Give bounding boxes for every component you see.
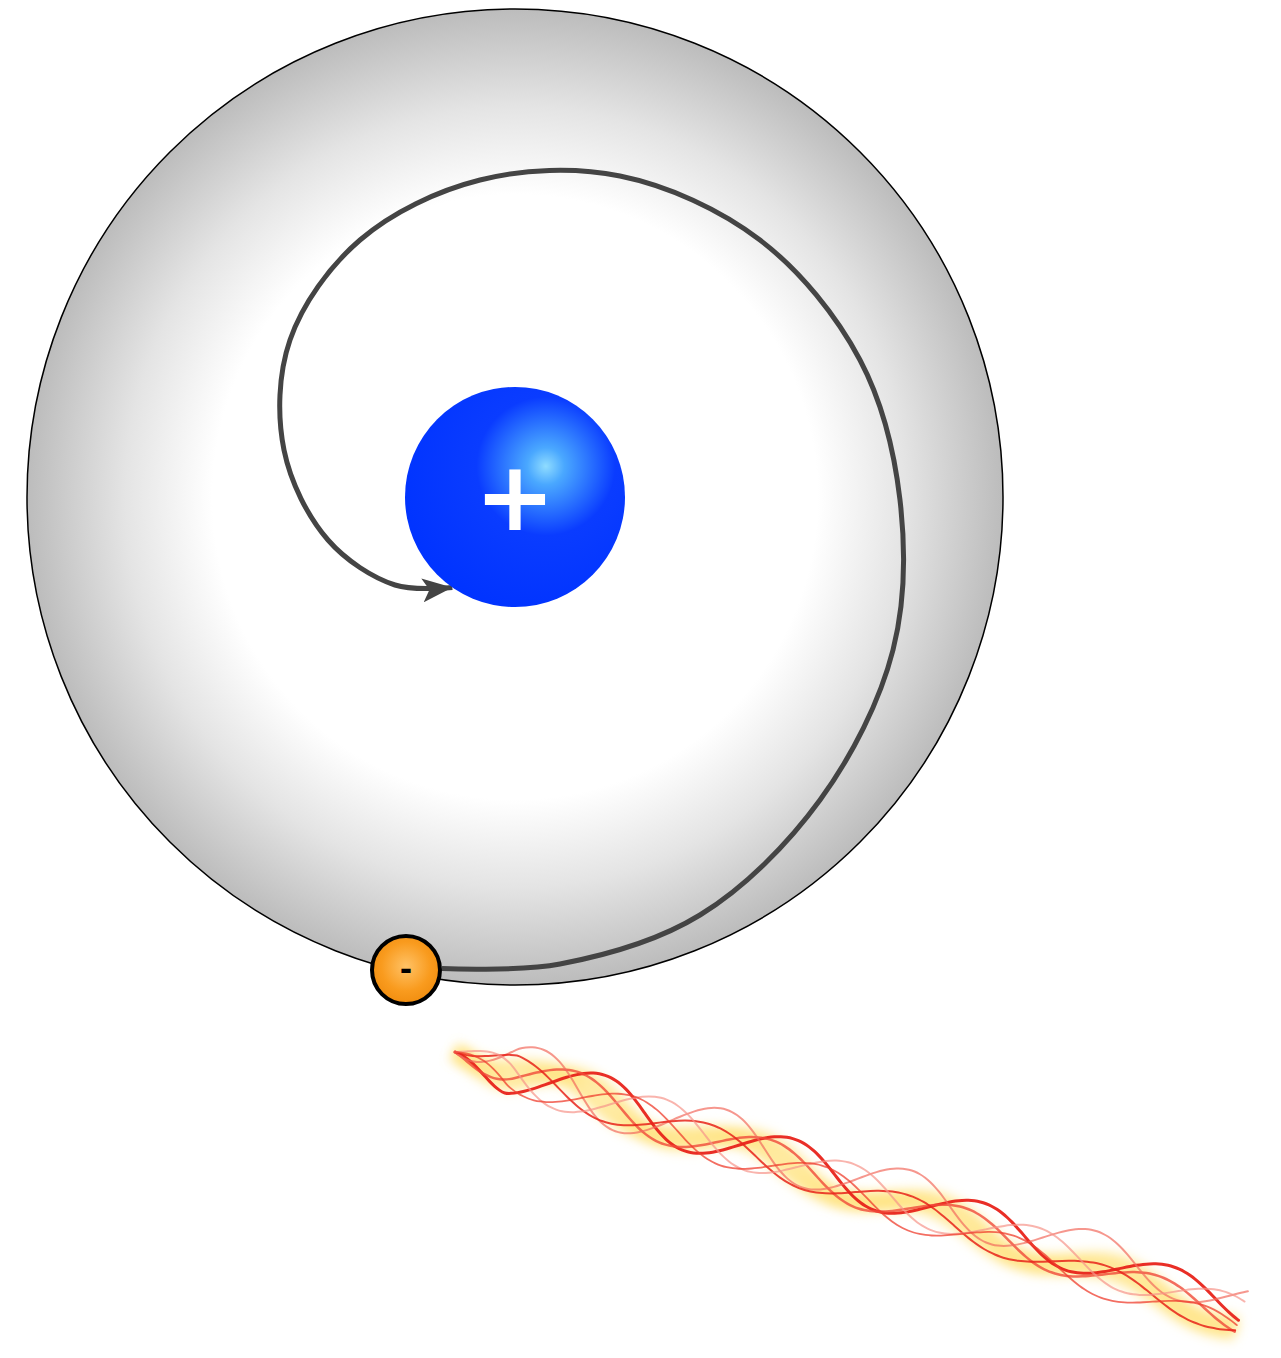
wave-strand xyxy=(447,1024,1252,1333)
nucleus: + xyxy=(405,387,625,607)
atom-shell xyxy=(27,9,1003,985)
light-wave xyxy=(444,1024,1251,1340)
spiral-path xyxy=(280,170,904,969)
wave-strand xyxy=(446,1037,1247,1336)
electron-circle xyxy=(372,936,440,1004)
wave-strand xyxy=(448,1033,1249,1330)
wave-strand xyxy=(444,1040,1246,1341)
electron-sign: - xyxy=(400,955,412,985)
nucleus-sign: + xyxy=(475,449,555,545)
nucleus-circle xyxy=(405,387,625,607)
electron: - xyxy=(370,934,442,1006)
